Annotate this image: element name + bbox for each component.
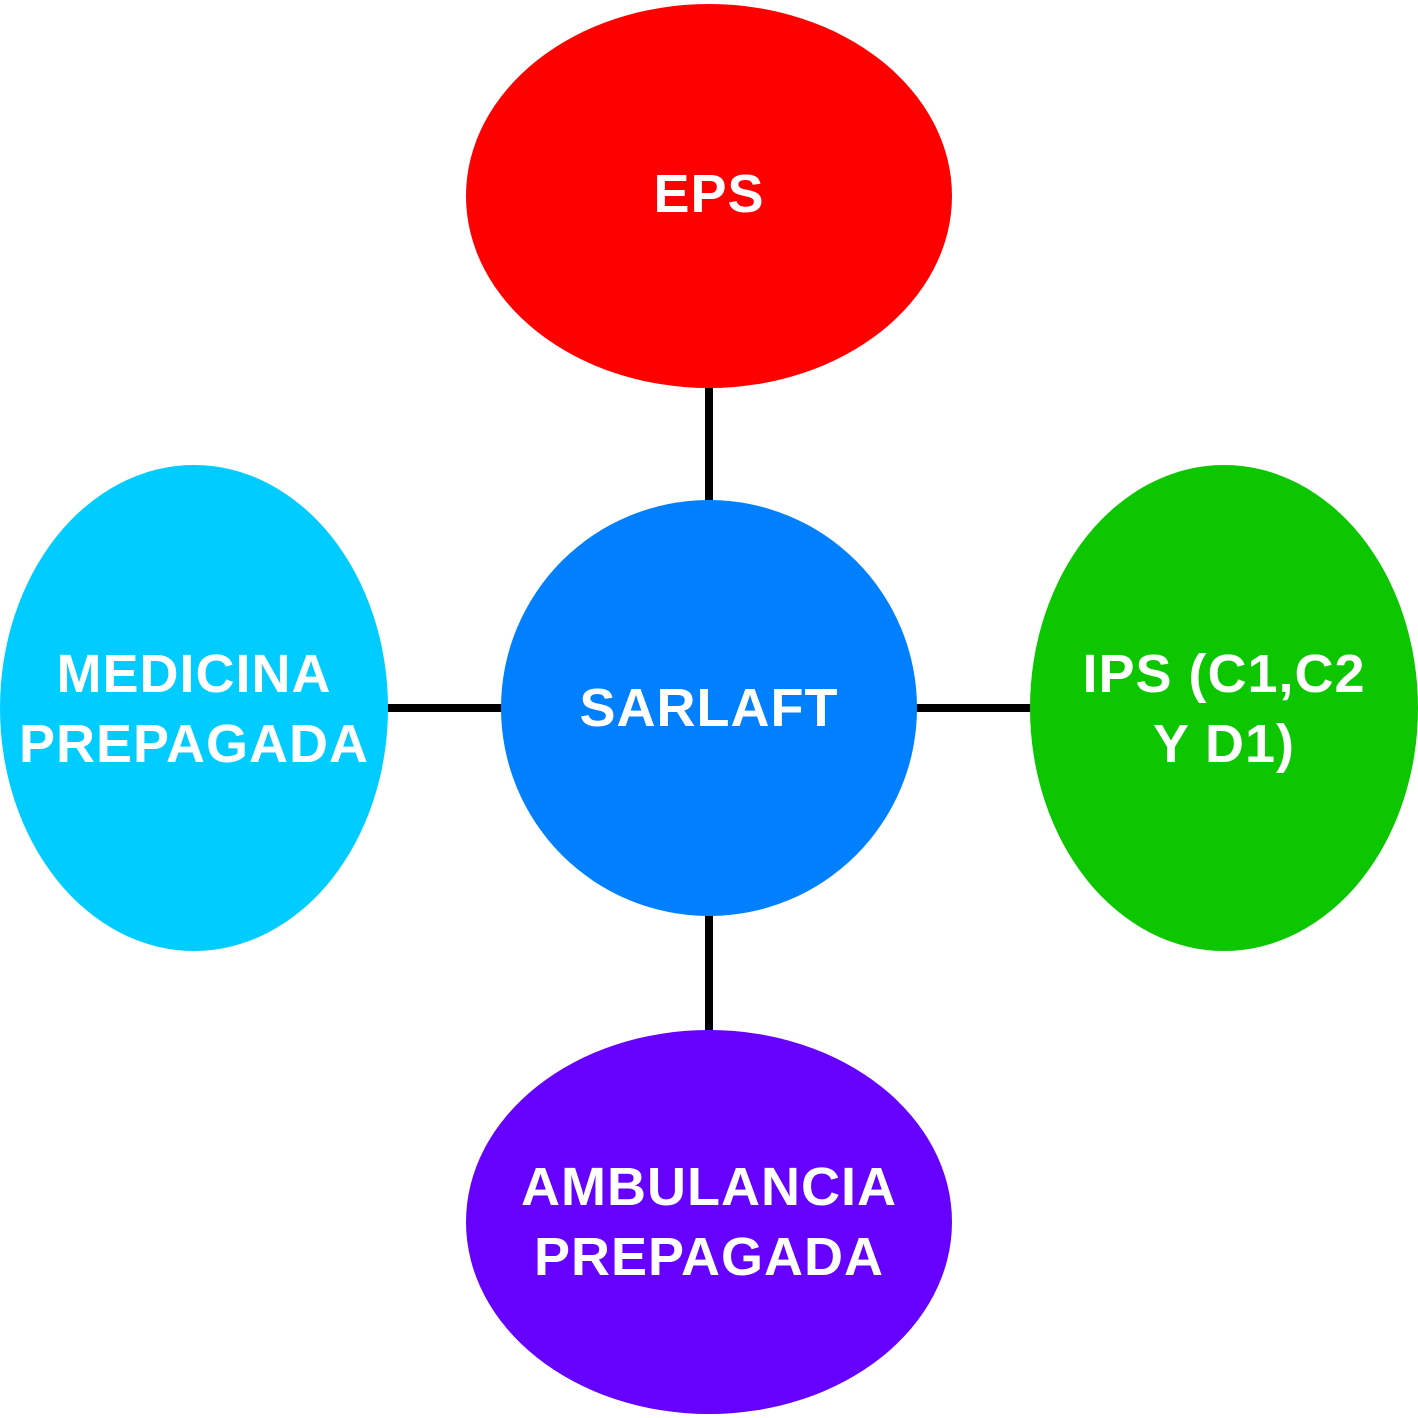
node-medicina-prepagada-label-line-1: MEDICINA bbox=[57, 644, 332, 704]
node-sarlaft: SARLAFT bbox=[501, 500, 917, 916]
node-eps: EPS bbox=[466, 4, 952, 388]
node-ips: IPS (C1,C2 Y D1) bbox=[1030, 465, 1418, 951]
node-sarlaft-label: SARLAFT bbox=[580, 678, 839, 738]
node-ips-label-line-1: IPS (C1,C2 bbox=[1082, 644, 1365, 704]
node-ips-label-line-2: Y D1) bbox=[1153, 714, 1295, 774]
node-ambulancia-prepagada-label-line-1: AMBULANCIA bbox=[521, 1157, 897, 1217]
node-eps-label: EPS bbox=[653, 164, 764, 224]
node-ambulancia-prepagada: AMBULANCIA PREPAGADA bbox=[466, 1030, 952, 1414]
node-ips-shape bbox=[1030, 465, 1418, 951]
node-medicina-prepagada-shape bbox=[0, 465, 388, 951]
node-ambulancia-prepagada-label-line-2: PREPAGADA bbox=[534, 1227, 884, 1287]
node-ambulancia-prepagada-shape bbox=[466, 1030, 952, 1414]
node-medicina-prepagada: MEDICINA PREPAGADA bbox=[0, 465, 388, 951]
node-medicina-prepagada-label-line-2: PREPAGADA bbox=[19, 714, 369, 774]
node-sarlaft-shape bbox=[501, 500, 917, 916]
node-eps-shape bbox=[466, 4, 952, 388]
connectors bbox=[385, 385, 1033, 1033]
